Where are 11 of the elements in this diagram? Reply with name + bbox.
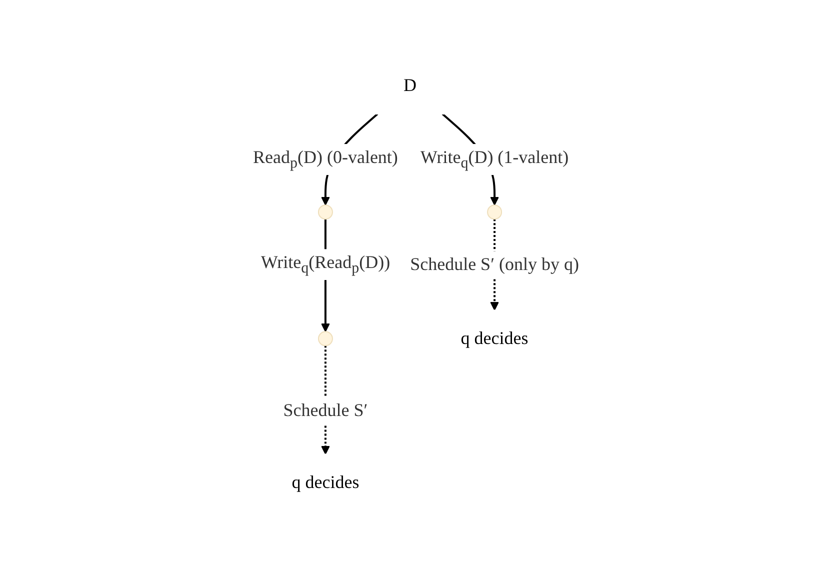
- edge-label: Read$_{p}$(D) (0-valent): [252, 147, 398, 172]
- node-circle: [317, 332, 332, 347]
- edge-label: Schedule S′ (only by q): [410, 254, 578, 275]
- edge-label: Schedule S′: [282, 400, 368, 421]
- node-circle: [486, 205, 502, 220]
- node-circle: [317, 205, 332, 220]
- edge-label: Write$_{q}$(Read$_{p}$(D)): [260, 252, 390, 278]
- edge-label: Write$_{q}$(D) (1-valent): [420, 147, 568, 172]
- node-text: D: [403, 75, 416, 96]
- node-text: q decides: [460, 328, 528, 349]
- node-text: q decides: [291, 472, 359, 493]
